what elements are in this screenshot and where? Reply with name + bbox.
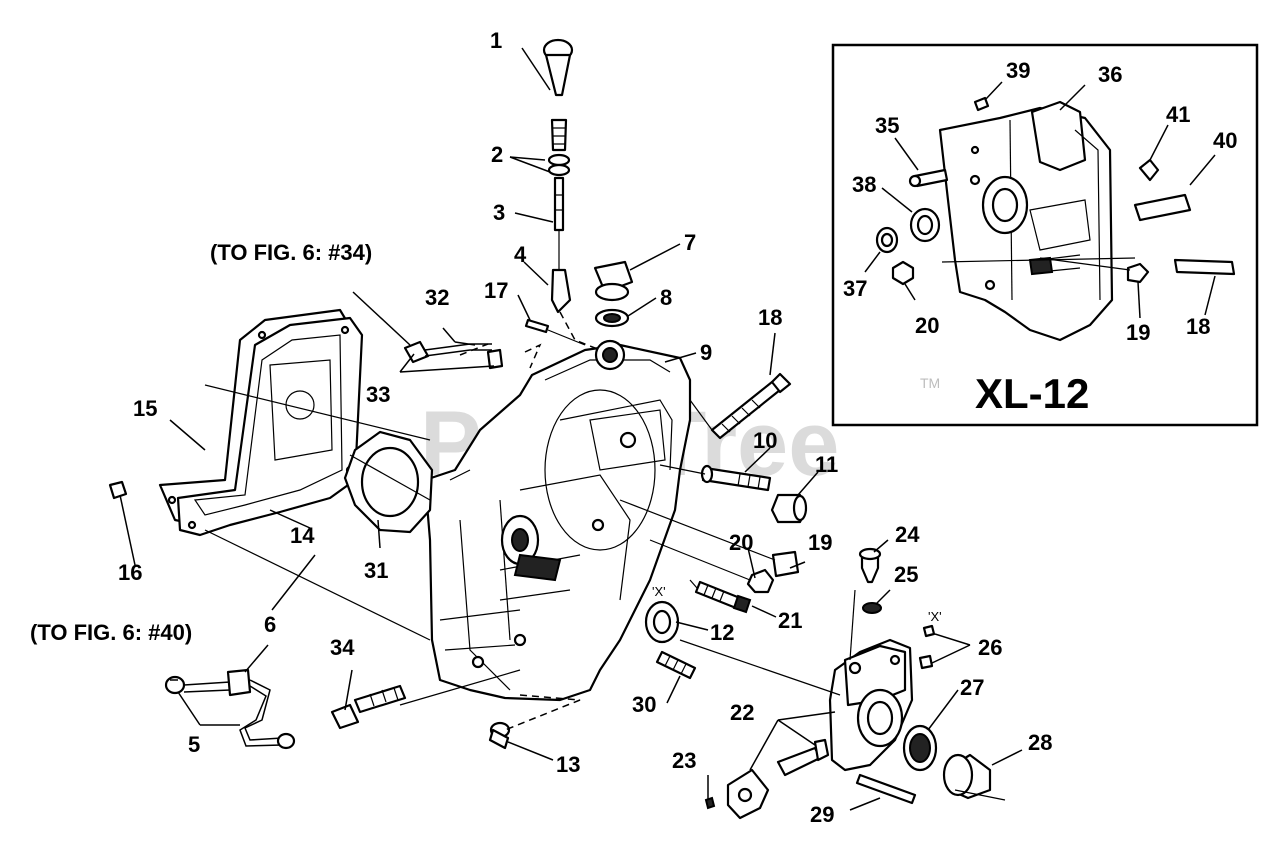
seal-12-drawing	[644, 600, 680, 644]
tube-32-drawing	[403, 340, 504, 370]
callout-4: 4	[514, 242, 527, 267]
callout-29: 29	[810, 802, 834, 827]
callout-7: 7	[684, 230, 696, 255]
nut-20-drawing	[746, 568, 775, 594]
callout-1: 1	[490, 28, 502, 53]
bolt-21-drawing	[694, 580, 752, 614]
callout-19: 19	[808, 530, 832, 555]
nut-19-drawing	[771, 550, 800, 578]
bolt-30-drawing	[655, 650, 697, 680]
callout-30: 30	[632, 692, 656, 717]
note-to-fig6-40: (TO FIG. 6: #40)	[30, 620, 192, 645]
callout-16: 16	[118, 560, 142, 585]
bracket-assembly-drawing	[828, 547, 992, 805]
crankcase-drawing	[423, 339, 692, 702]
callout-3: 3	[493, 200, 505, 225]
x-mark-bracket: 'X'	[928, 609, 942, 624]
callout-inset-18: 18	[1186, 314, 1210, 339]
callout-20: 20	[729, 530, 753, 555]
callout-25: 25	[894, 562, 918, 587]
inset-small-parts	[875, 96, 1236, 286]
callout-inset-39: 39	[1006, 58, 1030, 83]
callout-26: 26	[978, 635, 1002, 660]
callout-28: 28	[1028, 730, 1052, 755]
callout-11: 11	[815, 452, 838, 477]
gasket-31-drawing	[343, 430, 434, 534]
callout-34: 34	[330, 635, 355, 660]
plate-22-drawing	[704, 738, 830, 820]
trademark-text: TM	[920, 375, 940, 391]
callout-18: 18	[758, 305, 782, 330]
bolt-10-drawing	[700, 464, 772, 492]
screw-16-drawing	[108, 480, 128, 500]
callout-31: 31	[364, 558, 388, 583]
callout-inset-37: 37	[843, 276, 867, 301]
oil-cap-drawing	[593, 260, 634, 328]
callout-14: 14	[290, 523, 315, 548]
callout-5: 5	[188, 732, 200, 757]
callout-12: 12	[710, 620, 734, 645]
leader-lines	[119, 47, 1023, 811]
callout-inset-20: 20	[915, 313, 939, 338]
callout-33: 33	[366, 382, 390, 407]
inset-leaders	[864, 81, 1216, 319]
callout-21: 21	[778, 608, 802, 633]
callout-15: 15	[133, 396, 157, 421]
cover-gasket-drawing	[158, 308, 364, 537]
callout-8: 8	[660, 285, 672, 310]
callout-22: 22	[730, 700, 754, 725]
callout-6: 6	[264, 612, 276, 637]
plug-13-drawing	[488, 721, 511, 750]
note-to-fig6-34: (TO FIG. 6: #34)	[210, 240, 372, 265]
bolt-18-drawing	[710, 372, 792, 440]
sleeve-11-drawing	[770, 493, 808, 524]
callout-inset-19: 19	[1126, 320, 1150, 345]
callout-inset-40: 40	[1213, 128, 1237, 153]
callout-inset-41: 41	[1166, 102, 1190, 127]
dipstick-drawing	[542, 38, 601, 351]
callouts-main: 1 2 3 4 7 8 17 9 18 10 11 19 20 21 12 30…	[118, 28, 1052, 827]
callout-32: 32	[425, 285, 449, 310]
inset-housing-drawing	[938, 100, 1114, 342]
fuel-line-drawing	[164, 668, 296, 750]
callout-17: 17	[484, 278, 508, 303]
inset-title: XL-12	[975, 370, 1089, 417]
assembly-reference-lines	[204, 343, 1006, 801]
callout-9: 9	[700, 340, 712, 365]
x-mark-crankcase: 'X'	[652, 584, 666, 599]
callout-23: 23	[672, 748, 696, 773]
inset-frame	[831, 43, 1259, 427]
pin-17-drawing	[524, 318, 550, 334]
fitting-34-drawing	[330, 684, 407, 730]
callout-2: 2	[491, 142, 503, 167]
callout-24: 24	[895, 522, 920, 547]
callout-10: 10	[753, 428, 777, 453]
callout-27: 27	[960, 675, 984, 700]
callout-13: 13	[556, 752, 580, 777]
callout-inset-35: 35	[875, 113, 899, 138]
callout-inset-38: 38	[852, 172, 876, 197]
callout-inset-36: 36	[1098, 62, 1122, 87]
